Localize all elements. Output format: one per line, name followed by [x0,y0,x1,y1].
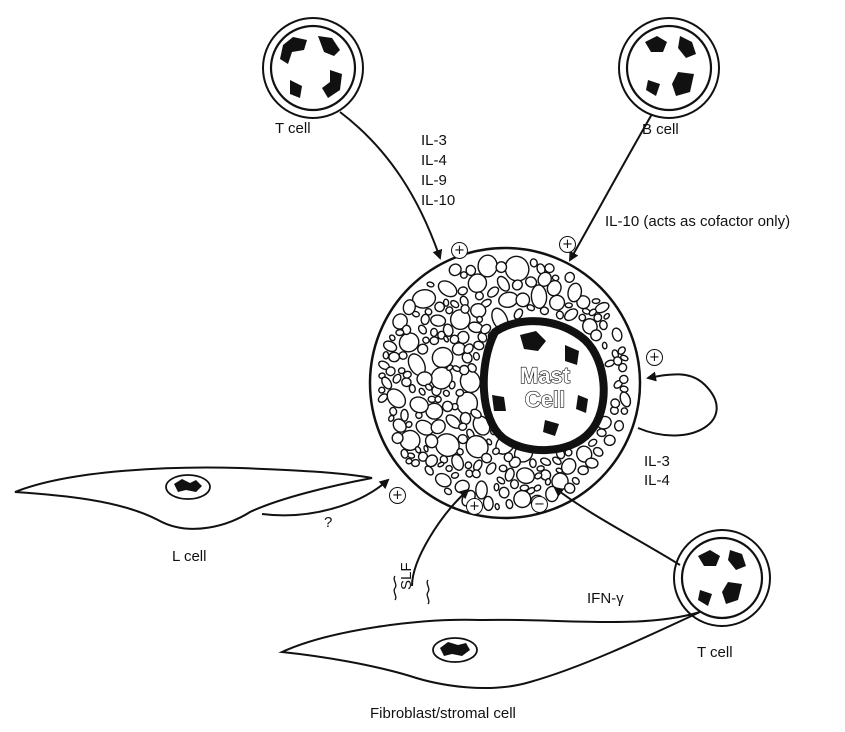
granule [383,352,389,359]
granule [446,465,453,471]
granule [401,377,411,387]
t-cell-top [263,18,363,118]
b-cell [619,18,719,118]
plus-sign-t-cell-top: + [451,242,468,259]
granule [565,303,572,308]
granule [620,385,629,392]
granule [604,435,616,446]
granule [602,342,607,349]
autocrine-cytokine-list: IL-3 IL-4 [644,452,670,490]
slf-wavy-line-1 [394,576,396,600]
granule [406,458,412,464]
granule [476,481,487,499]
cytokine-il3: IL-3 [421,131,455,151]
l-cell [15,468,372,529]
granule [401,409,408,421]
plus-sign-b-cell: + [559,236,576,253]
granule [443,299,449,306]
granule [430,336,439,345]
granule [578,466,588,475]
granule [592,299,600,304]
slf-label: SLF [398,562,416,590]
granule [396,330,404,336]
granule [483,496,494,511]
granule [460,366,469,375]
granule [495,503,500,510]
ifn-gamma-label: IFN-γ [587,590,624,608]
plus-sign-fibroblast: + [466,498,483,515]
granule [430,328,437,336]
granule [460,304,469,314]
granule [552,274,560,281]
cytokine-il4: IL-4 [421,151,455,171]
autocrine-il3: IL-3 [644,452,670,471]
granule [465,461,472,469]
granule [455,389,464,397]
fibroblast-stromal-cell [282,576,700,688]
cytokine-il9: IL-9 [421,171,455,191]
b-cell-cytokine-label: IL-10 (acts as cofactor only) [605,213,790,231]
mast-cell-label: Mast Cell [500,364,590,412]
granule [516,293,530,308]
minus-sign-t-cell-bottom: − [531,496,548,513]
granule [499,465,507,472]
l-cell-factor-label: ? [324,514,332,532]
granule [529,458,537,467]
mast-label-line-2: Cell [500,388,590,412]
t-cell-bottom [674,530,770,626]
granule [531,285,547,309]
l-cell-label: L cell [172,548,206,566]
arrow-autocrine-loop [638,374,717,435]
granule [389,352,400,362]
autocrine-il4: IL-4 [644,471,670,490]
granule [494,484,499,491]
slf-wavy-line-2 [427,580,429,604]
granule [537,465,545,471]
granule [398,368,405,374]
granule [478,255,498,278]
t-cell-bottom-label: T cell [697,644,733,662]
granule [520,485,529,491]
granule [495,261,507,273]
granule [392,432,404,444]
granule [619,375,628,384]
t-cell-cytokine-list: IL-3 IL-4 IL-9 IL-10 [421,131,455,211]
granule [614,420,624,431]
t-cell-top-label: T cell [275,120,311,138]
cytokine-il10: IL-10 [421,191,455,211]
granule [510,480,518,489]
granule [473,352,480,361]
plus-sign-l-cell: + [389,487,406,504]
mast-label-line-1: Mast [500,364,590,388]
granule [378,387,385,394]
granule [476,316,483,323]
arrow-b-cell-to-mast [570,114,652,260]
granule [545,478,551,485]
granule [460,272,467,279]
b-cell-label: B cell [642,121,679,139]
plus-sign-autocrine: + [646,349,663,366]
fibroblast-label: Fibroblast/stromal cell [370,705,516,723]
